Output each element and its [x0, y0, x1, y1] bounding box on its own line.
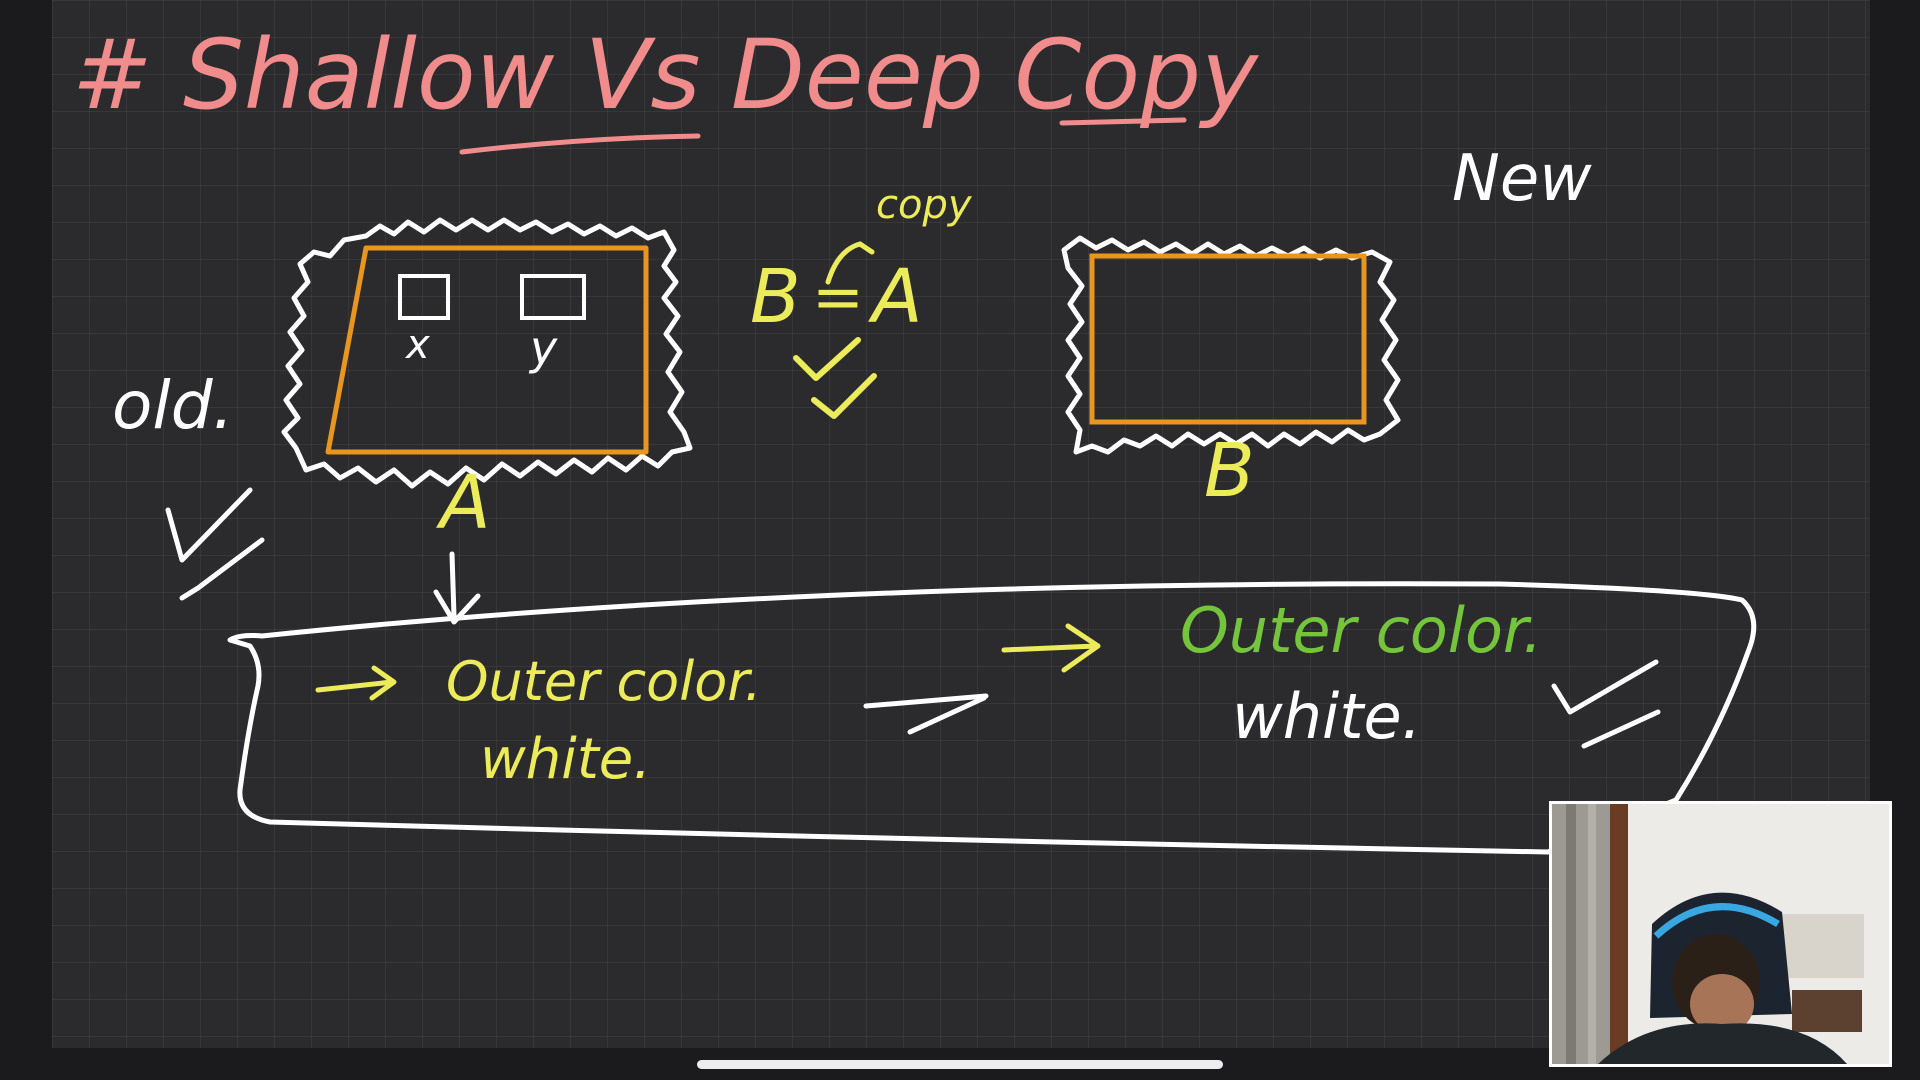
copy-label: copy	[876, 182, 973, 228]
arrow-right-icon	[1061, 623, 1101, 673]
title-underline-copy	[1059, 117, 1187, 126]
old-label: old.	[112, 367, 234, 444]
page-title: # Shallow Vs Deep Copy	[72, 19, 1259, 131]
checkmark-icon	[793, 337, 861, 381]
object-b-box	[1089, 253, 1367, 425]
title-underline-vs	[459, 133, 701, 155]
var-x-box	[398, 274, 450, 320]
arrow-down-icon	[433, 589, 481, 625]
home-indicator[interactable]	[697, 1060, 1223, 1069]
checkmark-icon	[165, 487, 253, 563]
object-a-cloud	[281, 217, 693, 489]
object-b-label: B	[1204, 428, 1255, 514]
new-label: New	[1452, 142, 1592, 216]
whiteboard-canvas[interactable]	[52, 0, 1870, 1048]
arrow-down-icon	[449, 551, 457, 619]
checkmark-icon	[179, 537, 265, 601]
checkmark-icon	[1551, 659, 1659, 715]
var-x-label: x	[404, 322, 430, 368]
object-a-label: A	[436, 460, 491, 546]
arrow-right-icon	[907, 695, 987, 735]
arrow-right-icon	[315, 679, 395, 693]
arrow-right-icon	[369, 665, 397, 701]
webcam-overlay	[1549, 801, 1892, 1067]
arrow-right-icon	[1001, 643, 1099, 653]
object-b-cloud	[1061, 235, 1401, 455]
state-enclosure	[227, 581, 1757, 855]
checkmark-icon	[811, 373, 877, 419]
right-white-value: white.	[1232, 680, 1421, 753]
checkmark-icon	[1581, 709, 1661, 749]
arrow-right-icon	[863, 693, 989, 709]
assign-equals: =	[812, 260, 864, 333]
var-y-box	[520, 274, 586, 320]
var-y-label: y	[528, 321, 558, 375]
assign-a: A	[868, 254, 923, 340]
left-outer-color: Outer color.	[446, 650, 762, 713]
presenter-video	[1552, 804, 1889, 1064]
left-white-value: white.	[480, 727, 651, 792]
object-a-box	[325, 245, 649, 455]
copy-pointer	[825, 241, 875, 285]
assign-b: B	[750, 254, 801, 340]
right-outer-color: Outer color.	[1180, 594, 1542, 667]
